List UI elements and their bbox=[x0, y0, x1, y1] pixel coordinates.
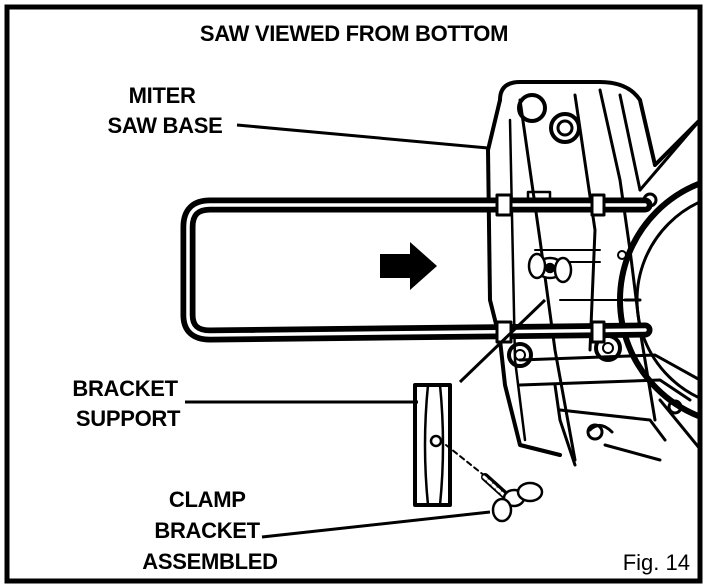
wing-knob bbox=[527, 252, 573, 284]
miter-saw-base bbox=[486, 80, 698, 467]
leader-bracket-support-rod bbox=[458, 298, 547, 384]
label-bracket-support: BRACKET SUPPORT bbox=[72, 376, 183, 431]
arrow-right-icon bbox=[380, 242, 437, 290]
clamp-bracket-bolt bbox=[445, 444, 544, 523]
label-miter-saw-base: MITER SAW BASE bbox=[108, 83, 223, 138]
leader-miter-saw-base bbox=[236, 123, 489, 150]
bracket-support-rods bbox=[180, 193, 653, 344]
figure-number: Fig. 14 bbox=[623, 550, 690, 575]
leader-lines bbox=[185, 123, 547, 539]
bracket-support-part bbox=[413, 383, 452, 507]
leader-clamp-bracket bbox=[261, 510, 491, 539]
diagram-title: SAW VIEWED FROM BOTTOM bbox=[200, 21, 508, 46]
label-clamp-bracket-assembled: CLAMP BRACKET ASSEMBLED bbox=[142, 487, 277, 574]
figure-border bbox=[4, 4, 703, 584]
